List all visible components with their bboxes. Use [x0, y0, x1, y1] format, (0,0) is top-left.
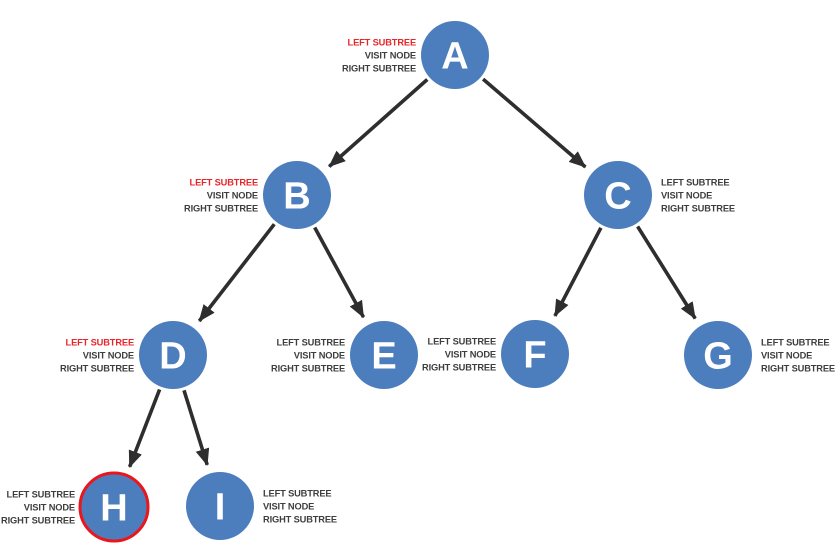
tree-node-D [139, 321, 207, 389]
traversal-label-A-visit-node: VISIT NODE [365, 51, 416, 61]
node-letter-C: C [604, 176, 631, 218]
traversal-label-C-visit-node: VISIT NODE [661, 191, 712, 201]
traversal-label-D-left-subtree-active: LEFT SUBTREE [66, 338, 134, 348]
traversal-label-H-visit-node: VISIT NODE [24, 503, 75, 513]
traversal-label-E-left-subtree: LEFT SUBTREE [277, 338, 345, 348]
traversal-label-I-visit-node: VISIT NODE [263, 502, 314, 512]
traversal-label-E-visit-node: VISIT NODE [294, 351, 345, 361]
node-letter-F: F [523, 335, 546, 377]
tree-node-H-current-highlighted [78, 471, 150, 543]
edge-A-C [481, 77, 587, 169]
tree-node-A [421, 21, 489, 89]
traversal-label-C-right-subtree: RIGHT SUBTREE [661, 204, 735, 214]
tree-node-G [684, 321, 752, 389]
traversal-label-F-visit-node: VISIT NODE [445, 350, 496, 360]
traversal-label-G-left-subtree: LEFT SUBTREE [761, 338, 829, 348]
edge-D-I [182, 389, 210, 466]
node-letter-H: H [100, 488, 127, 530]
traversal-label-H-left-subtree: LEFT SUBTREE [7, 490, 75, 500]
edge-A-B [328, 78, 429, 168]
traversal-label-D-visit-node: VISIT NODE [83, 351, 134, 361]
traversal-label-G-right-subtree: RIGHT SUBTREE [761, 364, 835, 374]
node-letter-B: B [283, 176, 310, 218]
traversal-label-C-left-subtree: LEFT SUBTREE [661, 178, 729, 188]
traversal-label-F-left-subtree: LEFT SUBTREE [428, 337, 496, 347]
tree-node-I [186, 472, 254, 540]
nodes-layer: A B C D E F G H I [78, 21, 752, 543]
edge-D-H [127, 388, 162, 468]
traversal-label-B-left-subtree-active: LEFT SUBTREE [190, 178, 258, 188]
tree-node-E [350, 321, 418, 389]
node-letter-D: D [159, 336, 186, 378]
node-letter-A: A [441, 36, 468, 78]
traversal-label-I-right-subtree: RIGHT SUBTREE [263, 515, 337, 525]
tree-node-B [263, 161, 331, 229]
node-letter-I: I [215, 487, 226, 529]
traversal-label-A-left-subtree-active: LEFT SUBTREE [348, 38, 416, 48]
traversal-label-H-right-subtree: RIGHT SUBTREE [1, 516, 75, 526]
edge-C-G [636, 225, 697, 320]
traversal-label-D-right-subtree: RIGHT SUBTREE [60, 364, 134, 374]
traversal-label-G-visit-node: VISIT NODE [761, 351, 812, 361]
labels-layer: LEFT SUBTREE VISIT NODE RIGHT SUBTREE LEFT … [1, 38, 835, 526]
traversal-label-F-right-subtree: RIGHT SUBTREE [422, 363, 496, 373]
edge-B-D [197, 223, 276, 323]
traversal-label-A-right-subtree: RIGHT SUBTREE [342, 64, 416, 74]
traversal-label-B-visit-node: VISIT NODE [207, 191, 258, 201]
traversal-label-B-right-subtree: RIGHT SUBTREE [184, 204, 258, 214]
tree-node-C [584, 161, 652, 229]
traversal-label-I-left-subtree: LEFT SUBTREE [263, 489, 331, 499]
edges-layer [127, 77, 697, 468]
tree-node-F [501, 320, 569, 388]
node-letter-G: G [703, 336, 733, 378]
node-letter-E: E [371, 336, 396, 378]
edge-B-E [313, 226, 366, 319]
edge-C-F [553, 226, 603, 317]
traversal-label-E-right-subtree: RIGHT SUBTREE [271, 364, 345, 374]
